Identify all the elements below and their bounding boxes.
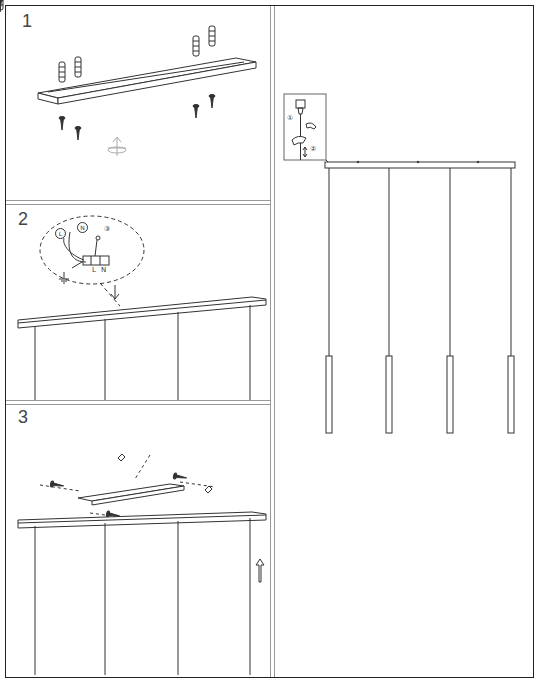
- callout-number: ③: [104, 226, 110, 233]
- step-number: 2: [18, 210, 28, 228]
- step-number: 1: [22, 12, 32, 30]
- terminal-label: L: [92, 267, 96, 274]
- callout-number: ②: [310, 146, 316, 153]
- terminal-callout: N: [77, 222, 88, 233]
- callout-number: ①: [287, 115, 293, 122]
- terminal-label: N: [101, 267, 106, 274]
- step-number: 3: [18, 408, 28, 426]
- terminal-callout: L: [55, 228, 66, 239]
